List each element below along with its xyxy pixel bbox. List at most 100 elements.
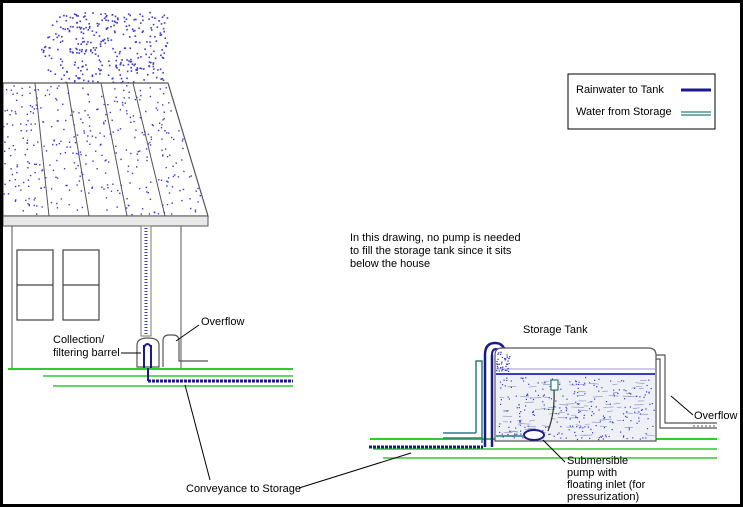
rain-drop — [48, 54, 51, 57]
rain-drop — [121, 59, 123, 61]
rain-drop — [83, 79, 85, 82]
rain-drop — [524, 426, 526, 428]
rain-drop — [592, 432, 594, 434]
rain-drop — [14, 148, 16, 151]
rain-drop — [120, 158, 122, 161]
rain-drop — [500, 366, 502, 369]
rain-drop — [556, 421, 558, 423]
rain-drop — [150, 27, 152, 29]
rain-drop — [36, 97, 38, 99]
rain-drop — [155, 40, 158, 42]
water-ripple — [542, 383, 552, 386]
rain-drop — [640, 409, 643, 411]
rain-drop — [535, 390, 537, 392]
rain-drop — [170, 136, 173, 139]
rain-drop — [24, 154, 26, 156]
rain-drop — [20, 123, 22, 125]
rain-drop — [519, 412, 521, 415]
rain-drop — [594, 398, 596, 400]
rain-drop — [626, 411, 628, 413]
rain-drop — [130, 60, 133, 63]
rain-drop — [119, 109, 122, 111]
rain-drop — [553, 435, 555, 437]
rain-drop — [598, 409, 600, 411]
rain-drop — [148, 213, 151, 215]
rain-drop — [79, 175, 81, 177]
rain-drop — [148, 56, 150, 59]
water-ripple — [575, 424, 582, 427]
rain-drop — [74, 142, 77, 144]
rain-drop — [149, 41, 151, 43]
rain-drop — [111, 20, 114, 22]
rain-drop — [548, 397, 550, 399]
rain-drop — [605, 436, 607, 438]
rain-drop — [496, 365, 498, 368]
rain-drop — [7, 136, 9, 138]
rain-drop — [30, 123, 32, 125]
rain-drop — [603, 417, 605, 419]
rain-drop — [576, 403, 578, 405]
rain-drop — [158, 122, 161, 124]
rain-drop — [98, 68, 100, 70]
rain-drop — [149, 87, 151, 89]
rain-drop — [580, 426, 582, 428]
rain-drop — [504, 369, 506, 372]
rain-drop — [177, 176, 180, 178]
rain-drop — [80, 26, 83, 29]
rain-drop — [162, 204, 164, 206]
rain-drop — [119, 63, 122, 66]
rain-drop — [109, 133, 112, 135]
rain-drop — [501, 361, 503, 363]
rain-drop — [107, 187, 109, 189]
rain-drop — [85, 163, 87, 165]
rain-drop — [181, 159, 183, 161]
rain-drop — [575, 383, 577, 385]
rain-drop — [66, 70, 68, 73]
rain-drop — [48, 36, 51, 38]
rain-drop — [117, 129, 119, 131]
rain-drop — [577, 395, 579, 397]
rain-drop — [85, 154, 87, 157]
rain-drop — [73, 124, 75, 126]
rain-drop — [510, 380, 512, 382]
rain-drop — [506, 377, 508, 379]
rain-drop — [129, 47, 132, 49]
rain-drop — [74, 61, 76, 64]
tank-inlet-riser — [483, 341, 507, 447]
rain-drop — [583, 384, 585, 386]
rain-drop — [75, 167, 77, 170]
rain-drop — [159, 68, 162, 71]
rain-drop — [113, 24, 115, 27]
rain-drop — [147, 143, 150, 145]
rain-drop — [124, 102, 126, 104]
rain-drop — [85, 43, 88, 46]
rain-drop — [65, 184, 67, 187]
rain-drop — [498, 370, 500, 372]
rain-drop — [522, 437, 524, 439]
rain-drop — [136, 96, 138, 99]
rain-drop — [530, 397, 532, 399]
rain-drop — [595, 406, 597, 408]
rain-drop — [76, 26, 79, 29]
rain-drop — [509, 355, 511, 358]
rain-drop — [34, 123, 36, 125]
rain-drop — [56, 36, 58, 39]
rain-drop — [519, 415, 521, 418]
rain-drop — [650, 388, 652, 390]
rain-drop — [3, 125, 5, 128]
rain-drop — [501, 370, 503, 372]
rain-drop — [168, 132, 170, 134]
rain-drop — [608, 435, 610, 438]
rain-drop — [577, 383, 579, 386]
rain-drop — [10, 168, 12, 170]
rain-drop — [497, 367, 499, 369]
rain-drop — [168, 177, 170, 179]
rain-drop — [598, 437, 600, 439]
rain-drop — [507, 433, 509, 436]
rain-drop — [4, 110, 6, 112]
rain-drop — [67, 28, 69, 30]
rain-drop — [38, 178, 40, 180]
rain-drop — [27, 120, 29, 122]
rain-drop — [103, 17, 106, 20]
rain-drop — [11, 124, 14, 126]
